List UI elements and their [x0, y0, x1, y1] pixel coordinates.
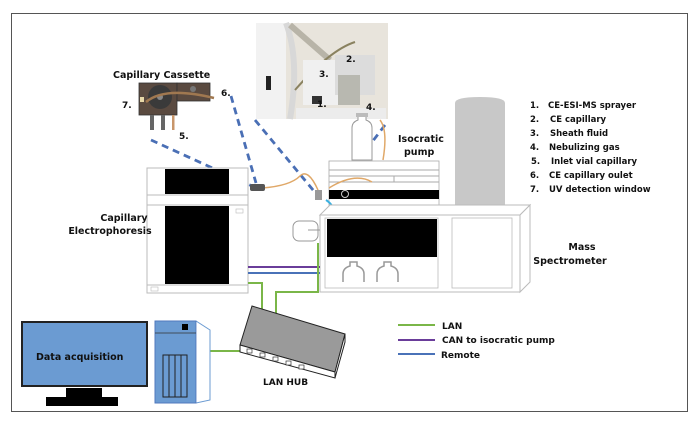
lan-hub-label: LAN HUB [263, 378, 308, 388]
component-text-6: CE capillary oulet [549, 171, 633, 181]
sprayer-connector [315, 190, 322, 200]
component-text-3: Sheath fluid [550, 129, 608, 139]
sprayer-photo: 1. 2. 3. 4. [256, 21, 388, 120]
component-text-2: CE capillary [550, 115, 607, 125]
legend-label-can: CAN to isocratic pump [442, 336, 555, 346]
component-num-3: 3. [530, 129, 539, 139]
legend-label-remote: Remote [441, 351, 480, 361]
component-num-1: 1. [530, 101, 539, 111]
capillary-cassette: Capillary Cassette 7. 6. 5. [113, 70, 231, 142]
capillary-electrophoresis-unit: Capillary Electrophoresis [68, 167, 249, 294]
callout-to-cassette-outlet [229, 95, 258, 184]
ce-label-line2: Electrophoresis [68, 226, 152, 237]
mass-spectrometer: Mass Spectrometer [292, 97, 607, 294]
mass-spec-label-line2: Spectrometer [533, 256, 607, 267]
component-text-7: UV detection window [549, 185, 651, 195]
callout-to-sprayer [253, 119, 320, 197]
ce-capillary-tube [261, 173, 319, 191]
callout-to-cassette-inlet [150, 138, 253, 188]
ce-label-line1: Capillary [100, 213, 148, 224]
component-text-4: Nebulizing gas [549, 143, 620, 153]
component-text-5: Inlet vial capillary [551, 157, 638, 167]
lan-hub: LAN HUB [239, 305, 346, 388]
marker-6: 6. [221, 89, 231, 99]
capillary-connector [250, 184, 265, 191]
component-list: 1. CE-ESI-MS sprayer 2. CE capillary 3. … [530, 101, 651, 195]
component-num-5: 5. [531, 157, 540, 167]
photo-marker-3: 3. [319, 70, 329, 80]
photo-marker-4: 4. [366, 103, 376, 113]
legend: LAN CAN to isocratic pump Remote [398, 322, 555, 361]
component-num-6: 6. [530, 171, 539, 181]
component-num-7: 7. [530, 185, 539, 195]
capillary-cassette-label: Capillary Cassette [113, 70, 210, 81]
marker-5: 5. [179, 132, 189, 142]
photo-marker-2: 2. [346, 55, 356, 65]
marker-7: 7. [122, 101, 132, 111]
isocratic-pump-label-line1: Isocratic [398, 134, 444, 145]
photo-marker-1: 1. [317, 100, 327, 110]
component-num-2: 2. [530, 115, 539, 125]
component-text-1: CE-ESI-MS sprayer [548, 101, 637, 111]
legend-label-lan: LAN [442, 322, 462, 332]
isocratic-pump: Isocratic pump [328, 113, 444, 212]
data-acquisition-computer: Data acquisition [21, 320, 211, 406]
component-num-4: 4. [530, 143, 539, 153]
isocratic-pump-label-line2: pump [404, 147, 434, 158]
data-acquisition-label: Data acquisition [36, 352, 124, 363]
mass-spec-label-line1: Mass [568, 242, 596, 253]
